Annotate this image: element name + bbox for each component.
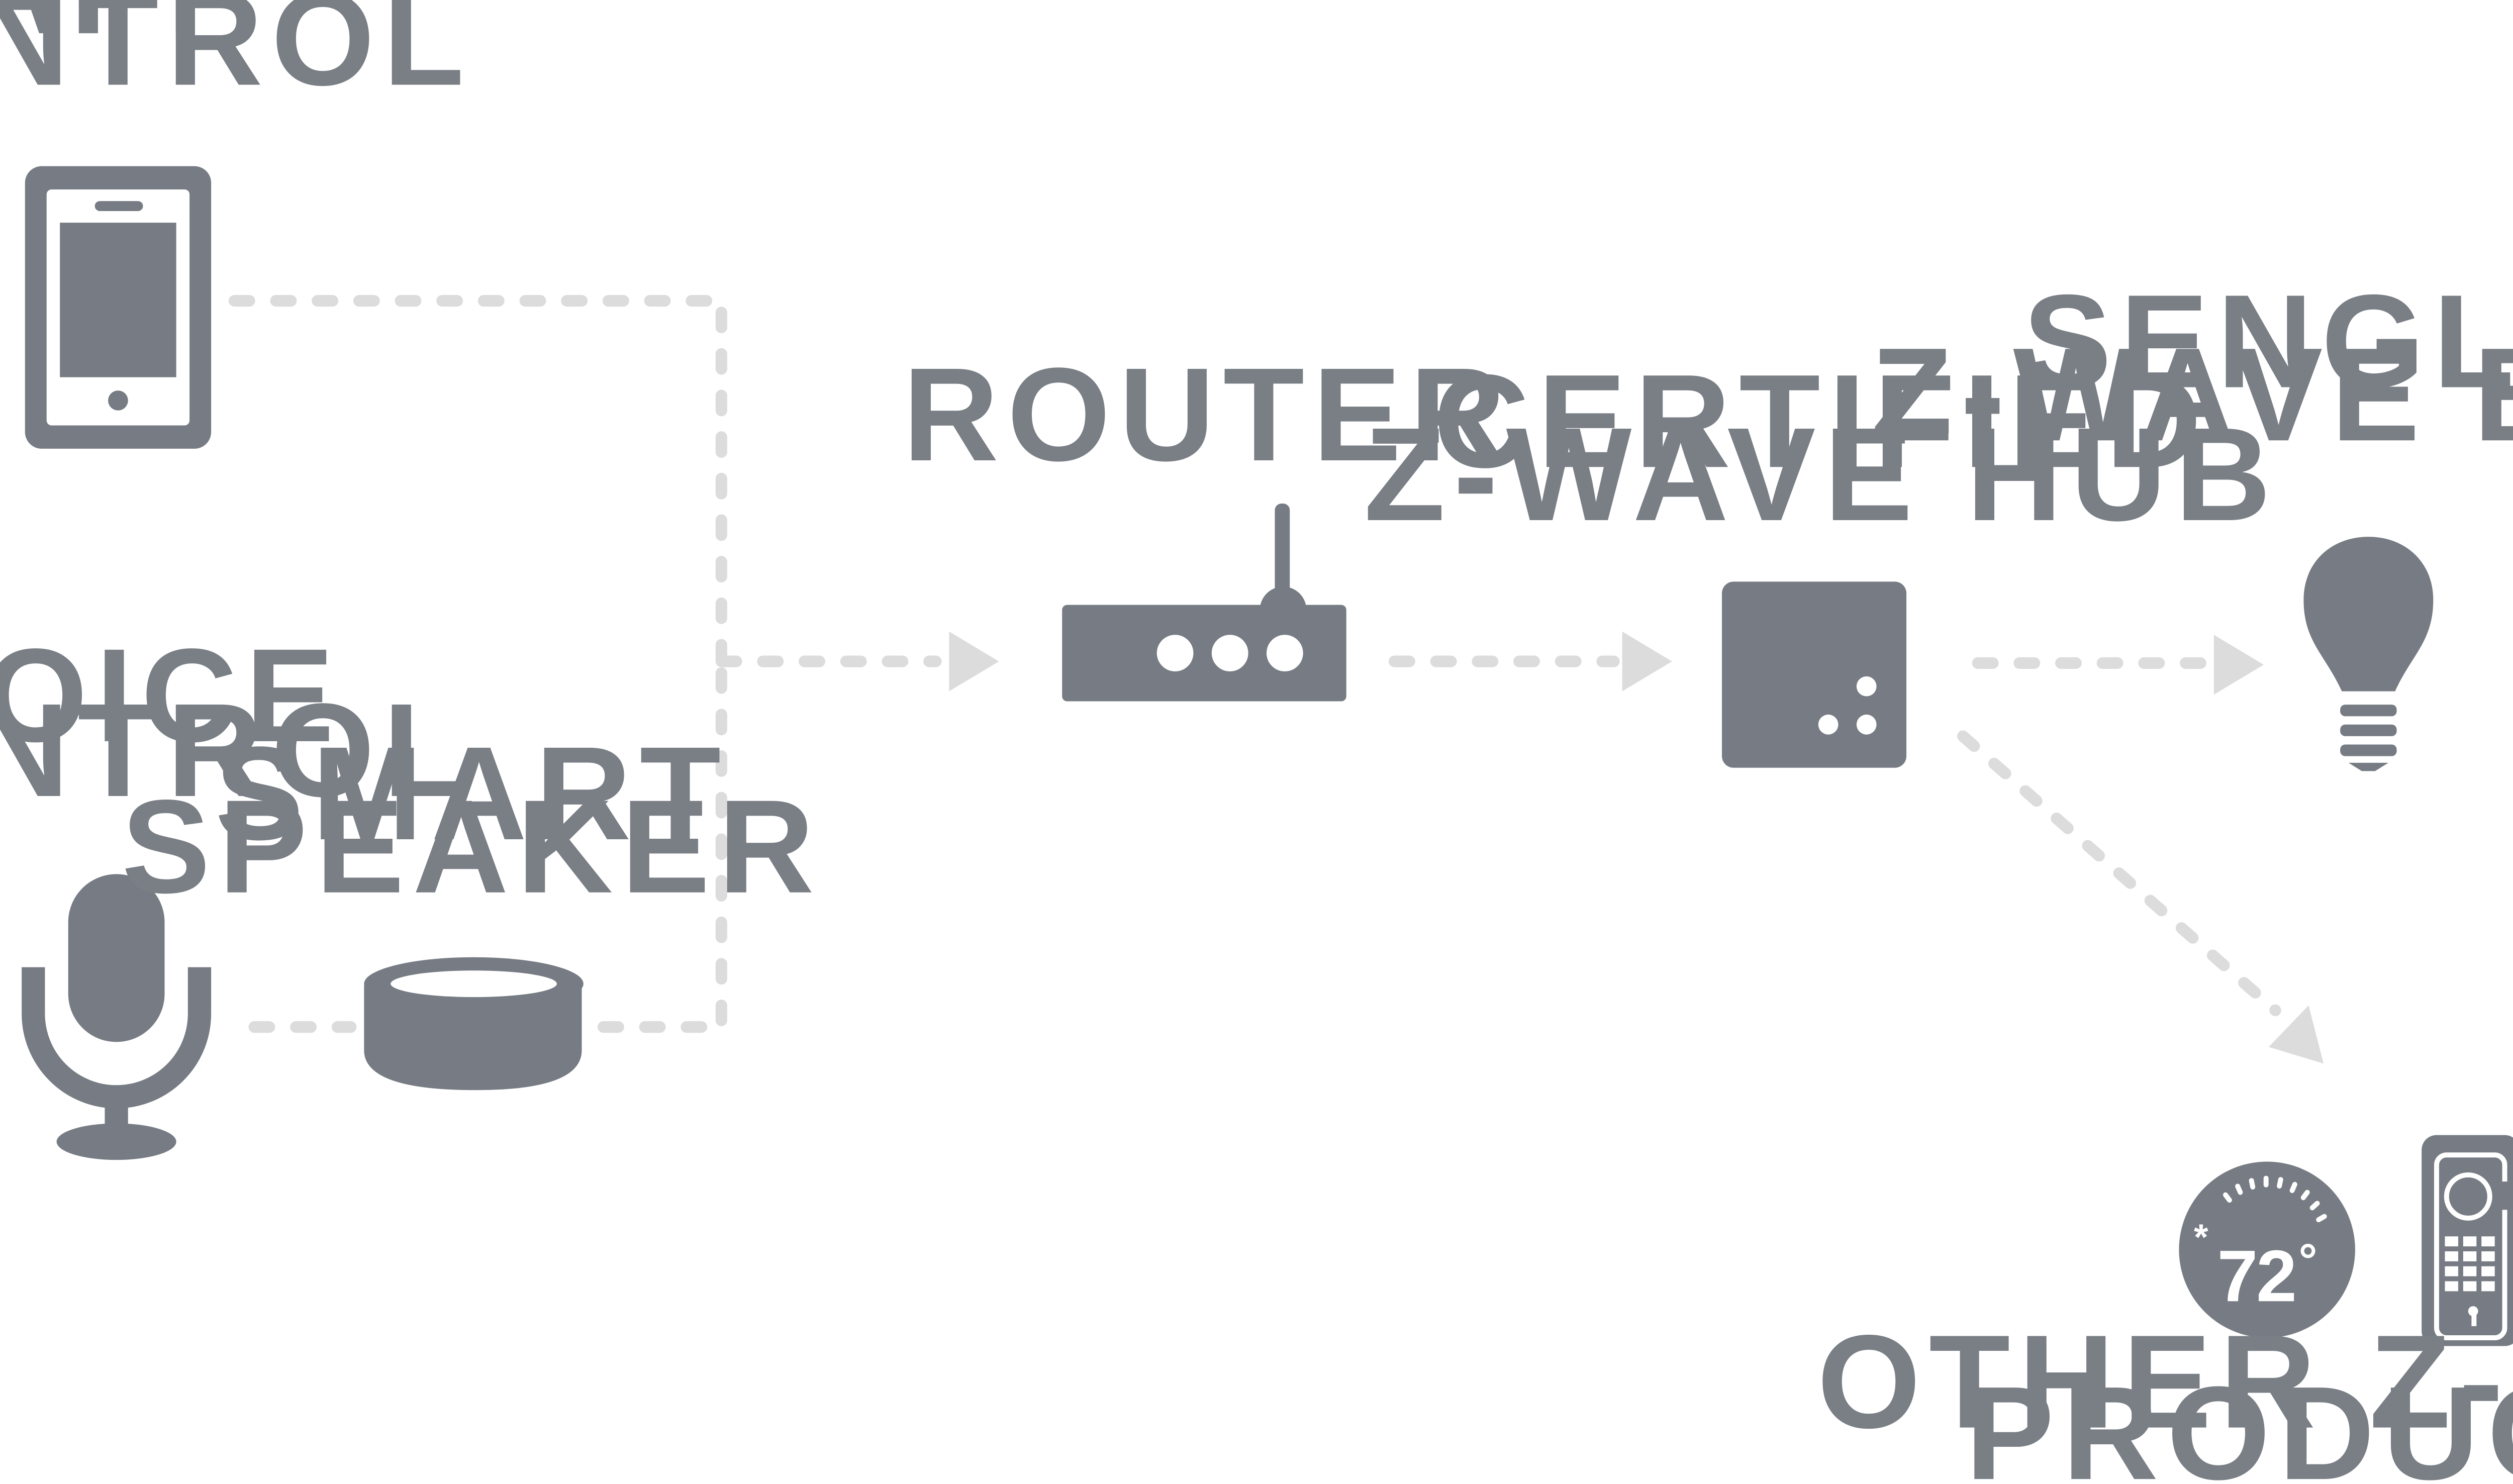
lock-keyhole <box>2468 1306 2478 1326</box>
thermostat-dial-ticks <box>2223 1175 2327 1223</box>
router-label: ROUTER <box>903 341 1514 489</box>
door-lock-icon <box>2422 1135 2513 1346</box>
smart-speaker-icon <box>364 957 584 1091</box>
lock-keypad <box>2445 1236 2495 1292</box>
hub-label-line-1: CERTIFIED <box>1433 347 2210 496</box>
smart-speaker-label-line-2: SPEAKER <box>122 773 823 921</box>
other-products-label-line-2: PRODUCTS <box>1966 1359 2513 1484</box>
other-products-label: OTHER Z-WAVE PRODUCTS <box>1817 1308 2513 1484</box>
voice-control-label-line-1: VOICE <box>0 622 342 770</box>
microphone-icon <box>22 874 212 1160</box>
bulb-label: SENGLED Z-WAVE BULB <box>1871 267 2513 469</box>
connector-speaker-to-junction <box>597 655 727 1033</box>
smart-speaker-label: SMART SPEAKER <box>122 720 823 921</box>
thermostat-mode-symbol: * <box>2194 1217 2208 1258</box>
hub-label: CERTIFIED Z-WAVE HUB <box>1364 347 2279 549</box>
connectors <box>228 294 2281 1033</box>
thermostat-temperature: 72 <box>2217 1235 2295 1317</box>
voice-control-label: VOICE CONTROL <box>0 622 472 825</box>
zwave-hub-icon <box>1722 581 1907 768</box>
arrowheads <box>949 631 2324 1064</box>
bulb-label-line-2: Z-WAVE BULB <box>1871 321 2513 469</box>
thermostat-icon: * 72 ° <box>2179 1161 2355 1338</box>
app-control-label-line-1: APP <box>0 0 264 62</box>
voice-control-label-line-2: CONTROL <box>0 676 472 825</box>
connector-phone-to-junction <box>228 294 727 667</box>
router-label-line-1: ROUTER <box>903 341 1514 489</box>
arrowhead-bulb <box>2213 635 2264 695</box>
hub-label-line-2: Z-WAVE HUB <box>1364 401 2279 549</box>
light-bulb-icon <box>2303 537 2434 771</box>
smart-speaker-label-line-1: SMART <box>215 720 729 868</box>
smartphone-icon <box>25 166 212 449</box>
arrowhead-hub <box>1622 631 1672 691</box>
arrowhead-products <box>2268 1005 2324 1064</box>
connector-hub-to-products <box>1957 730 2281 1017</box>
arrowhead-router <box>949 631 999 691</box>
other-products-label-line-1: OTHER Z-WAVE <box>1817 1308 2513 1456</box>
app-control-label: APP CONTROL <box>0 0 472 114</box>
app-control-label-line-2: CONTROL <box>0 0 472 114</box>
thermostat-degree-symbol: ° <box>2298 1234 2317 1287</box>
router-icon <box>1062 503 1346 702</box>
bulb-label-line-1: SENGLED <box>2023 267 2513 416</box>
